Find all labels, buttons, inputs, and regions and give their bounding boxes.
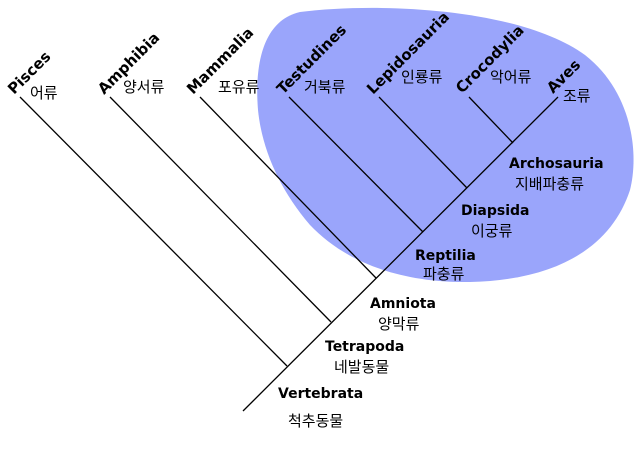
- node-korean-reptilia: 파충류: [423, 265, 465, 283]
- branch-lepidosauria: [378, 96, 468, 189]
- tip-korean-testudines: 거북류: [304, 78, 346, 96]
- tip-korean-mammalia: 포유류: [218, 78, 260, 96]
- branch-mammalia: [199, 96, 377, 279]
- node-korean-vertebrata: 척추동물: [288, 412, 343, 430]
- branch-pisces: [19, 96, 288, 367]
- branch-crocodylia: [468, 96, 514, 144]
- trunk-branch: [242, 96, 559, 412]
- tip-korean-crocodylia: 악어류: [490, 68, 532, 86]
- tip-korean-lepidosauria: 인룡류: [401, 68, 443, 86]
- branch-amphibia: [109, 96, 332, 323]
- node-korean-tetrapoda: 네발동물: [334, 358, 389, 376]
- node-korean-diapsida: 이궁류: [471, 222, 513, 240]
- node-label-vertebrata: Vertebrata: [278, 386, 363, 402]
- node-label-tetrapoda: Tetrapoda: [325, 339, 404, 355]
- branch-testudines: [288, 96, 424, 233]
- node-label-archosauria: Archosauria: [509, 156, 604, 172]
- node-label-amniota: Amniota: [370, 296, 436, 312]
- tip-korean-pisces: 어류: [30, 84, 58, 102]
- reptilia-highlight-region: [257, 7, 634, 283]
- node-label-diapsida: Diapsida: [461, 203, 530, 219]
- tip-korean-aves: 조류: [563, 87, 591, 105]
- tip-korean-amphibia: 양서류: [123, 78, 165, 96]
- node-label-reptilia: Reptilia: [415, 248, 476, 264]
- node-korean-amniota: 양막류: [378, 315, 420, 333]
- node-korean-archosauria: 지배파충류: [515, 175, 584, 193]
